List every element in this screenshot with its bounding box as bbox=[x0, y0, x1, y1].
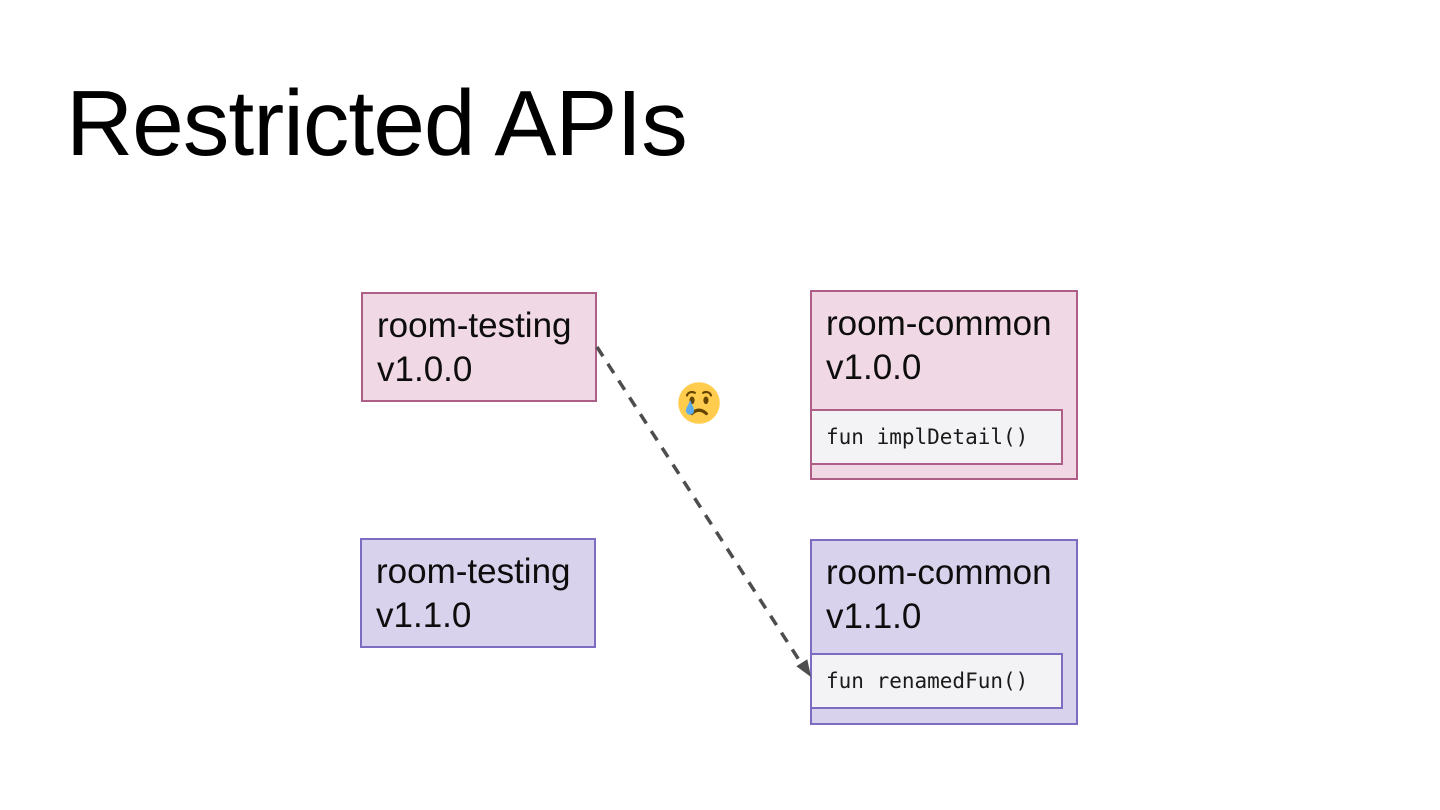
module-version: v1.1.0 bbox=[376, 596, 472, 635]
api-box-impl-detail: fun implDetail() bbox=[810, 409, 1063, 465]
module-version: v1.1.0 bbox=[826, 597, 922, 636]
crying-face-emoji bbox=[678, 382, 720, 424]
box-room-common-v1-0-0: room-common v1.0.0 fun implDetail() bbox=[810, 290, 1078, 480]
box-room-testing-v1-0-0: room-testing v1.0.0 bbox=[361, 292, 597, 402]
module-name: room-testing bbox=[376, 552, 571, 591]
box-room-testing-v1-1-0: room-testing v1.1.0 bbox=[360, 538, 596, 648]
dependency-arrow-head bbox=[796, 659, 811, 677]
api-box-renamed-fun: fun renamedFun() bbox=[810, 653, 1063, 709]
module-version: v1.0.0 bbox=[826, 348, 922, 387]
module-version: v1.0.0 bbox=[377, 350, 473, 389]
box-room-common-v1-1-0: room-common v1.1.0 fun renamedFun() bbox=[810, 539, 1078, 725]
module-name: room-testing bbox=[377, 306, 572, 345]
module-name: room-common bbox=[826, 553, 1052, 592]
module-name: room-common bbox=[826, 304, 1052, 343]
slide-title: Restricted APIs bbox=[66, 71, 688, 175]
